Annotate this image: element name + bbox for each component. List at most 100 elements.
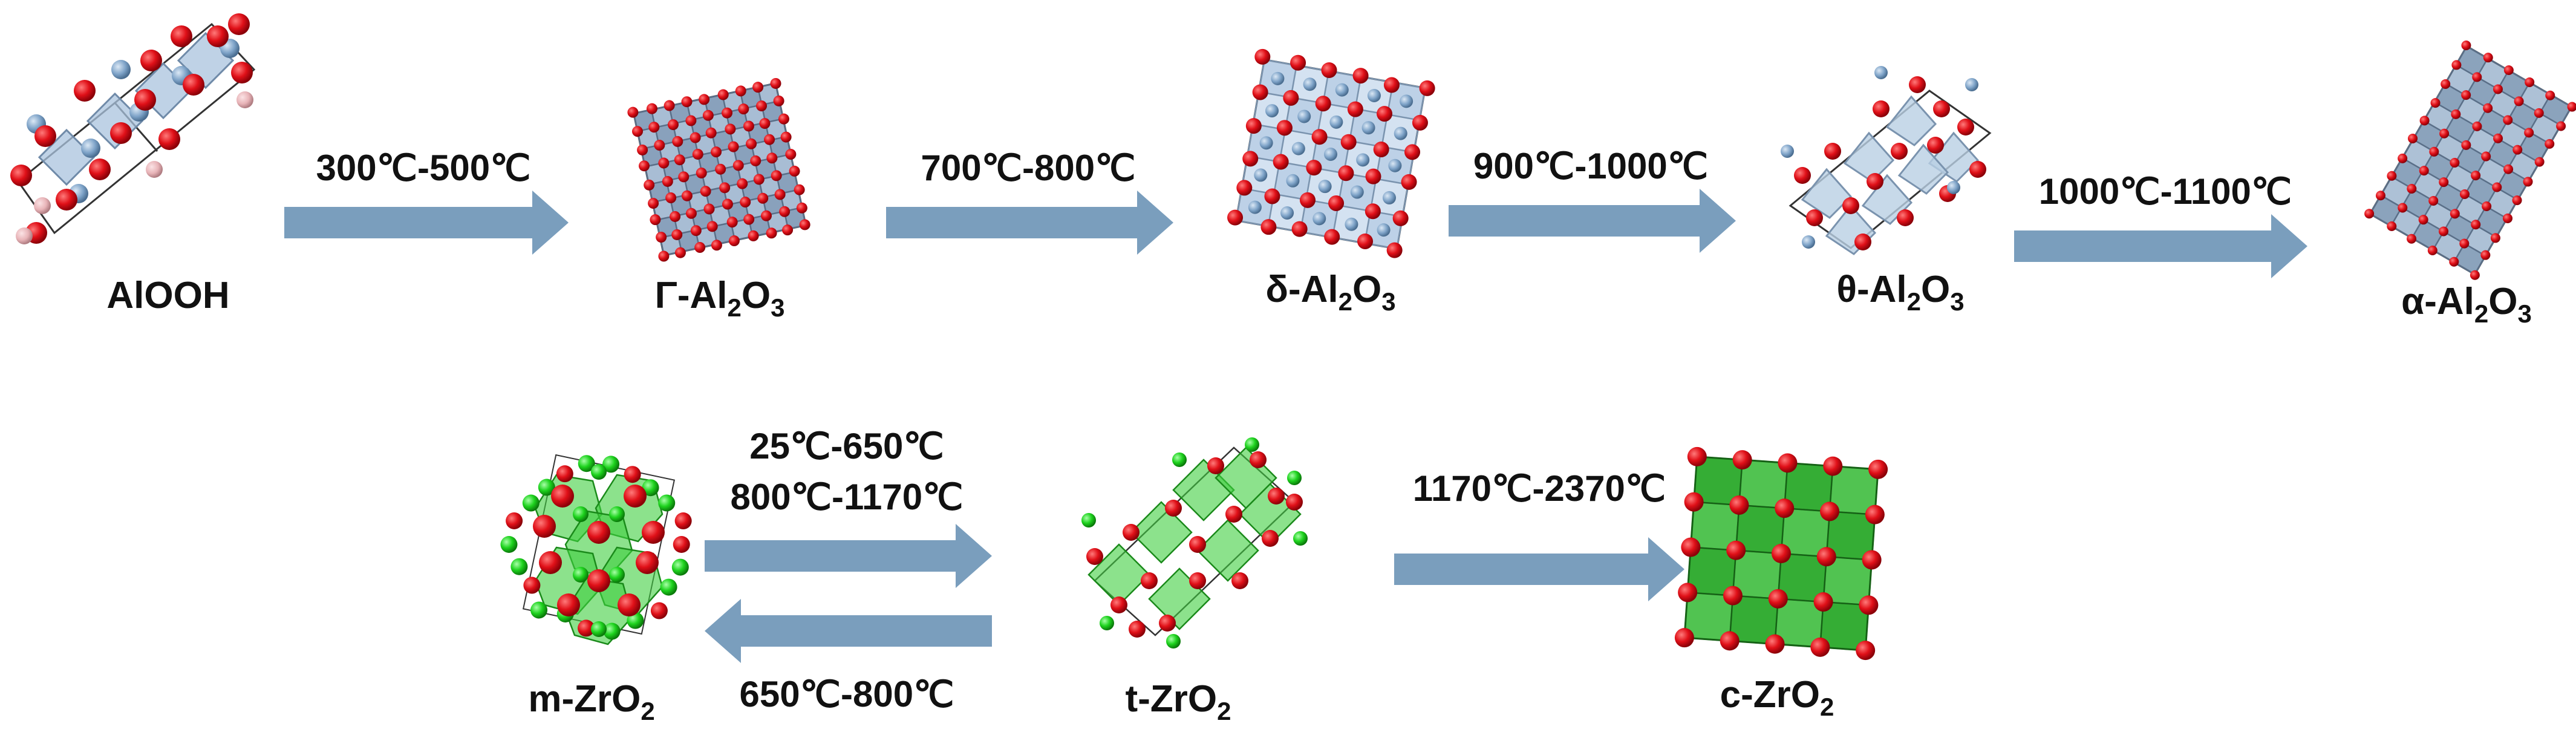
oxygen-atom [228,13,250,35]
oxygen-atom [1340,134,1357,150]
oxygen-atom [728,235,740,247]
oxygen-atom [231,62,253,83]
oxygen-atom [1300,192,1316,208]
oxygen-atom [743,214,755,225]
transition-label-m-t-high: 800℃-1170℃ [730,477,964,517]
oxygen-atom [2418,215,2428,225]
oxygen-atom [2545,90,2555,100]
aluminum-atom [1312,212,1326,226]
oxygen-atom [1823,456,1843,476]
oxygen-atom [1729,495,1749,515]
oxygen-atom [1377,106,1393,122]
hydrogen-atom [34,197,51,214]
aluminum-atom [1303,77,1317,91]
oxygen-atom [1324,229,1340,245]
oxygen-atom [1311,129,1328,145]
theta-al2o3-crystal-structure [1781,66,1992,255]
oxygen-atom [2387,221,2397,232]
transition-label-t-c: 1170℃-2370℃ [1412,468,1666,509]
oxygen-atom [1732,450,1752,470]
zirconium-atom [573,506,589,522]
oxygen-atom [56,189,77,211]
oxygen-atom [2482,201,2492,211]
oxygen-atom [2483,53,2493,63]
oxygen-atom [1820,501,1840,521]
oxygen-atom [756,100,768,112]
oxygen-atom [1250,451,1267,468]
zirconium-atom [642,479,659,497]
oxygen-atom [2439,226,2449,237]
oxygen-atom [578,619,595,637]
oxygen-atom [636,551,659,574]
oxygen-atom [2514,96,2524,106]
c-zro2-crystal-structure [1674,446,1888,661]
oxygen-atom [1123,524,1140,541]
oxygen-atom [648,122,660,133]
oxygen-atom [671,229,683,240]
aluminum-atom [1874,66,1888,79]
oxygen-atom [664,100,675,111]
oxygen-atom [2512,195,2522,206]
zirconium-atom [500,536,518,553]
oxygen-atom [658,157,670,169]
oxygen-atom [692,148,703,160]
oxygen-atom [1810,637,1830,657]
oxygen-atom [1824,143,1841,160]
arrow-theta-to-alpha [2014,214,2307,278]
oxygen-atom [1315,96,1331,112]
oxygen-atom [773,95,784,106]
zirconium-atom [1245,437,1259,452]
oxygen-atom [1684,492,1704,512]
bond [2432,82,2531,251]
oxygen-atom [1674,628,1694,648]
oxygen-atom [726,217,738,228]
oxygen-atom [706,221,718,232]
phase-label-t-zro2: t-ZrO2 [1125,678,1231,725]
oxygen-atom [764,134,775,145]
oxygen-atom [1227,209,1244,226]
unit-cell [16,22,256,235]
oxygen-atom [1842,197,1859,214]
aluminum-atom [1265,104,1279,118]
oxygen-atom [654,140,665,151]
oxygen-atom [2524,128,2534,138]
aluminum-atom [1248,200,1262,214]
oxygen-atom [735,85,746,97]
oxygen-atom [670,211,681,222]
t-zro2-crystal-structure [1081,437,1308,648]
zirconium-atom [578,455,595,472]
oxygen-atom [2428,195,2439,206]
bond [2453,94,2552,263]
oxygen-atom [722,107,733,119]
aluminum-atom [1291,142,1305,155]
oxygen-atom [2525,77,2535,87]
oxygen-atom [656,232,667,243]
zirconium-atom [660,578,677,596]
aluminum-atom [1286,174,1300,188]
oxygen-atom [1897,209,1914,226]
phase-label-alpha-al2o3: α-Al2O3 [2401,281,2532,328]
polyhedron [1130,501,1193,564]
oxygen-atom [1419,80,1435,96]
oxygen-atom [1159,615,1176,632]
oxygen-atom [1412,114,1428,131]
transition-label-delta-theta: 900℃-1000℃ [1473,146,1709,186]
oxygen-atom [674,247,686,258]
oxygen-atom [1141,572,1158,589]
oxygen-atom [750,155,761,166]
oxygen-atom [1110,596,1127,613]
oxygen-atom [796,202,807,214]
aluminum-atom [1388,158,1402,172]
oxygen-atom [1854,234,1871,250]
oxygen-atom [1867,173,1883,190]
oxygen-atom [759,118,771,129]
oxygen-atom [2450,158,2460,168]
oxygen-atom [2461,41,2471,51]
oxygen-atom [1765,634,1785,654]
oxygen-atom [2449,256,2459,267]
zirconium-atom [603,622,621,640]
hydrogen-atom [146,161,163,178]
oxygen-atom [631,126,643,137]
oxygen-atom [2471,171,2481,181]
oxygen-atom [1909,76,1926,93]
